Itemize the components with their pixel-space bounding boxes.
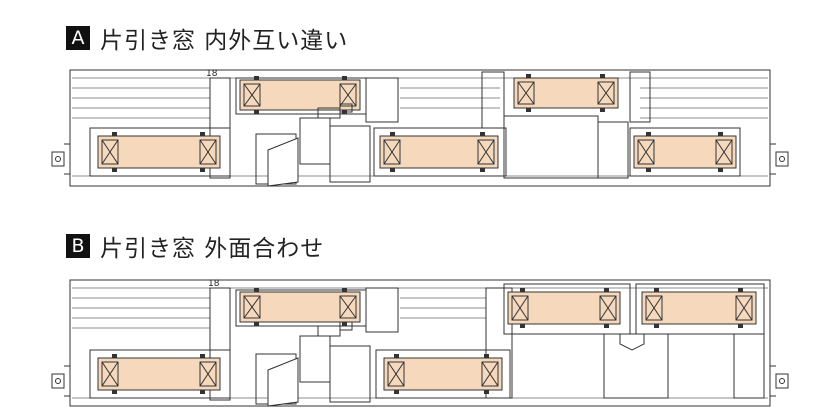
section-a: A 片引き窓 内外互い違い — [0, 0, 840, 200]
glass-pane — [633, 135, 737, 169]
section-a-title: 片引き窓 内外互い違い — [100, 28, 349, 54]
glass-pane — [97, 357, 221, 391]
glass-pane — [239, 291, 361, 323]
section-a-heading: A 片引き窓 内外互い違い — [66, 24, 349, 54]
section-b-title: 片引き窓 外面合わせ — [100, 236, 325, 262]
glass-pane — [507, 291, 621, 325]
glass-pane — [239, 79, 361, 111]
section-b-drawing: 18 — [51, 279, 789, 407]
gaskets — [112, 74, 723, 172]
outer-frame — [69, 279, 771, 407]
glass-pane — [641, 291, 757, 325]
outer-frame — [69, 69, 771, 187]
glass-pane — [97, 135, 221, 169]
glass-pane — [513, 77, 619, 109]
gaskets — [112, 288, 743, 394]
glass-panes — [97, 77, 737, 169]
lock-hardware — [255, 321, 645, 407]
section-a-drawing: 18 — [51, 69, 789, 187]
lock-hardware — [255, 103, 371, 187]
sash-frames — [89, 127, 741, 177]
section-a-letter: A — [66, 26, 90, 50]
glass-pane — [383, 357, 503, 391]
section-b-letter: B — [66, 234, 90, 258]
section-b: B 片引き窓 外面合わせ — [0, 212, 840, 420]
dimension-label: 18 — [206, 69, 218, 79]
side-anchors — [51, 365, 789, 397]
section-b-heading: B 片引き窓 外面合わせ — [66, 232, 325, 262]
glass-pane — [379, 135, 499, 169]
sash-frames — [89, 283, 765, 399]
side-anchors — [51, 143, 789, 175]
dimension-label: 18 — [208, 279, 220, 289]
glass-panes — [97, 291, 757, 391]
